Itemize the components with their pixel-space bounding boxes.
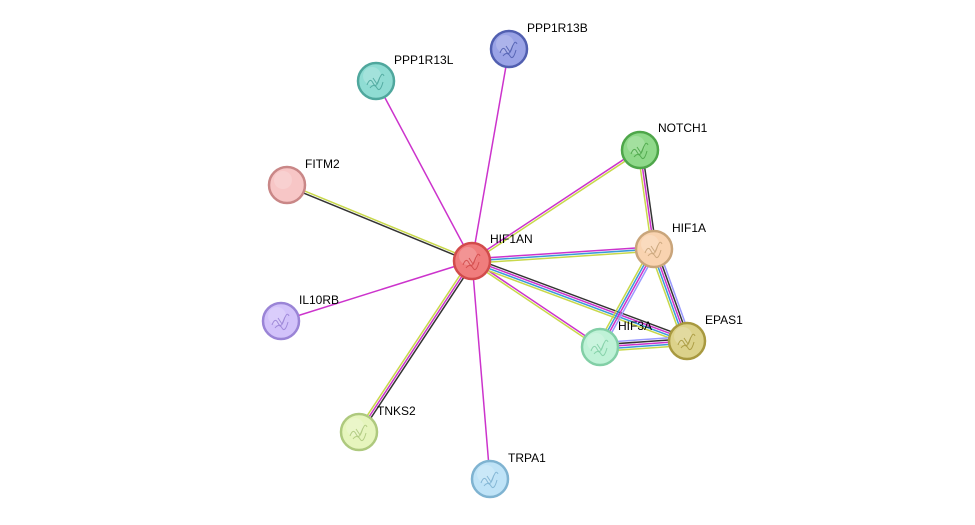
protein-structure-icon	[349, 424, 368, 441]
edge-hif1an-hif3a[interactable]	[470, 259, 602, 349]
edge-evidence-textmining	[287, 183, 473, 261]
node-ppp1r13l[interactable]: PPP1R13L	[356, 53, 454, 101]
protein-structure-icon	[644, 241, 663, 258]
node-circle[interactable]	[489, 29, 529, 69]
edge-hif1an-hif1a[interactable]	[471, 246, 655, 264]
protein-structure-icon	[462, 253, 481, 270]
node-highlight	[587, 333, 605, 351]
node-label: TNKS2	[377, 404, 416, 418]
edge-evidence-textmining	[472, 150, 642, 263]
edge-hif1an-il10rb[interactable]	[280, 260, 473, 322]
edge-evidence-database	[471, 261, 687, 343]
protein-structure-icon	[677, 333, 696, 350]
protein-structure-icon	[271, 313, 290, 330]
node-highlight	[674, 327, 692, 345]
node-tnks2[interactable]: TNKS2	[339, 404, 416, 452]
node-hif1a[interactable]: HIF1A	[634, 221, 706, 269]
node-ppp1r13b[interactable]: PPP1R13B	[489, 21, 588, 69]
node-label: IL10RB	[299, 293, 339, 307]
node-notch1[interactable]: NOTCH1	[620, 121, 708, 170]
edge-evidence-experiments	[375, 80, 473, 262]
edge-evidence-experiments	[471, 246, 654, 260]
node-highlight	[627, 136, 645, 154]
node-circle[interactable]	[261, 301, 301, 341]
edge-hif1an-epas1[interactable]	[470, 257, 689, 345]
edge-evidence-textmining	[472, 250, 655, 264]
edge-evidence-experiments	[471, 260, 491, 480]
edge-evidence-experiments	[472, 259, 602, 347]
node-label: TRPA1	[508, 451, 546, 465]
node-highlight	[268, 307, 286, 325]
edge-evidence-experiments	[471, 48, 510, 262]
node-circle[interactable]	[452, 241, 492, 281]
node-highlight	[346, 418, 364, 436]
edge-evidence-database	[471, 248, 655, 262]
node-label: HIF1A	[672, 221, 706, 235]
edge-hif1an-ppp1r13b[interactable]	[471, 48, 510, 262]
node-circle[interactable]	[634, 229, 674, 269]
protein-structure-icon	[590, 339, 609, 356]
protein-structure-icon	[499, 41, 518, 58]
edge-hif1an-notch1[interactable]	[470, 148, 642, 263]
node-circle[interactable]	[339, 412, 379, 452]
node-label: HIF1AN	[490, 232, 533, 246]
node-circle[interactable]	[667, 321, 707, 361]
edge-evidence-textmining	[470, 263, 687, 345]
node-highlight	[459, 247, 477, 265]
edge-evidence-coexpression	[472, 257, 689, 339]
node-hif1an[interactable]: HIF1AN	[452, 232, 533, 281]
edge-hif1an-fitm2[interactable]	[286, 183, 473, 263]
edge-hif1an-trpa1[interactable]	[471, 260, 491, 480]
node-label: HIF3A	[618, 319, 652, 333]
node-epas1[interactable]: EPAS1	[667, 313, 743, 361]
node-highlight	[496, 35, 514, 53]
node-highlight	[274, 171, 292, 189]
edge-evidence-experiments	[472, 259, 688, 341]
node-circle[interactable]	[620, 130, 660, 170]
edge-evidence-experiments	[358, 260, 473, 433]
edge-evidence-experiments	[280, 260, 473, 322]
node-highlight	[363, 67, 381, 85]
node-label: NOTCH1	[658, 121, 708, 135]
node-il10rb[interactable]: IL10RB	[261, 293, 339, 341]
edge-hif1an-ppp1r13l[interactable]	[375, 80, 473, 262]
node-label: PPP1R13L	[394, 53, 454, 67]
edge-evidence-coexpression	[286, 185, 472, 263]
node-circle[interactable]	[580, 327, 620, 367]
node-circle[interactable]	[267, 165, 307, 205]
edge-evidence-experiments	[470, 148, 640, 261]
protein-structure-icon	[630, 142, 649, 159]
edge-evidence-coexpression	[360, 261, 475, 434]
node-label: PPP1R13B	[527, 21, 588, 35]
edge-evidence-textmining	[470, 261, 600, 349]
node-highlight	[477, 465, 495, 483]
edge-evidence-textmining	[356, 259, 471, 432]
node-circle[interactable]	[356, 61, 396, 101]
protein-structure-icon	[366, 73, 385, 90]
protein-structure-icon	[480, 471, 499, 488]
node-fitm2[interactable]: FITM2	[267, 157, 340, 205]
edge-hif1an-tnks2[interactable]	[356, 259, 475, 434]
node-circle[interactable]	[470, 459, 510, 499]
node-hif3a[interactable]: HIF3A	[580, 319, 652, 367]
node-label: EPAS1	[705, 313, 743, 327]
node-highlight	[641, 235, 659, 253]
node-label: FITM2	[305, 157, 340, 171]
node-trpa1[interactable]: TRPA1	[470, 451, 546, 499]
